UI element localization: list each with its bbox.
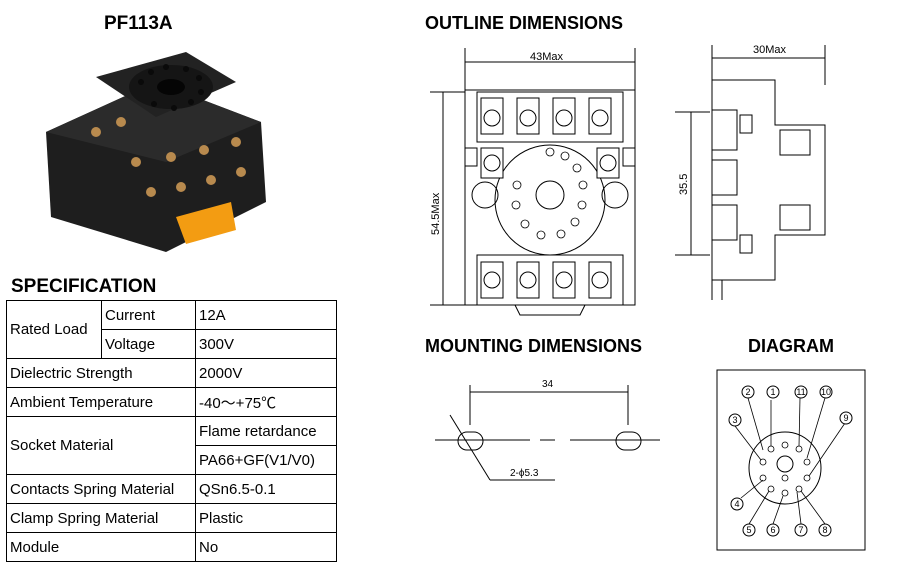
table-row: Dielectric Strength 2000V — [6, 358, 337, 388]
pin-6-label: 6 — [770, 525, 775, 535]
pin-4-label: 4 — [734, 499, 739, 509]
outline-width-label: 43Max — [530, 51, 564, 63]
table-row: Rated Load Current 12A — [6, 300, 337, 359]
pin-3-label: 3 — [732, 415, 737, 425]
pin-7-label: 7 — [798, 525, 803, 535]
dielectric-strength-value: 2000V — [195, 358, 337, 388]
outline-front-view: 43Max 54.5Max — [430, 48, 636, 316]
table-row: Ambient Temperature -40～+75℃ — [6, 387, 337, 417]
mounting-dimensions-drawing: 34 2-ϕ5.3 — [435, 379, 660, 481]
pin-5-label: 5 — [746, 525, 751, 535]
socket-material-label: Socket Material — [6, 416, 196, 475]
socket-product-image — [46, 52, 266, 252]
outline-side-width-label: 30Max — [753, 44, 787, 56]
outline-side-view: 30Max 35.5 — [675, 44, 826, 300]
current-value: 12A — [195, 300, 337, 330]
diagram-title: DIAGRAM — [748, 336, 834, 356]
pin-2-label: 2 — [745, 387, 750, 397]
dielectric-strength-label: Dielectric Strength — [6, 358, 196, 388]
clamp-spring-material-value: Plastic — [195, 503, 337, 533]
outline-side-height-label: 35.5 — [678, 174, 690, 195]
current-label: Current — [101, 300, 196, 330]
table-row: Module No — [6, 532, 337, 562]
module-label: Module — [6, 532, 196, 562]
socket-material-value-2: PA66+GF(V1/V0) — [195, 445, 337, 475]
voltage-value: 300V — [195, 329, 337, 359]
specification-title: SPECIFICATION — [11, 276, 157, 297]
ambient-temperature-value: -40～+75℃ — [195, 387, 337, 417]
contacts-spring-material-label: Contacts Spring Material — [6, 474, 196, 504]
contacts-spring-material-value: QSn6.5-0.1 — [195, 474, 337, 504]
rated-load-label: Rated Load — [6, 300, 102, 359]
pin-10-label: 10 — [821, 387, 831, 397]
product-title: PF113A — [104, 13, 173, 34]
table-row: Clamp Spring Material Plastic — [6, 503, 337, 533]
mounting-dimensions-title: MOUNTING DIMENSIONS — [425, 336, 643, 356]
table-row: Contacts Spring Material QSn6.5-0.1 — [6, 474, 337, 504]
table-row: PA66+GF(V1/V0) — [7, 445, 337, 475]
table-row: Socket Material Flame retardance — [6, 416, 337, 475]
socket-material-value: Flame retardance — [195, 416, 337, 446]
pin-9-label: 9 — [843, 413, 848, 423]
mounting-spacing-label: 34 — [542, 379, 554, 390]
pin-8-label: 8 — [822, 525, 827, 535]
clamp-spring-material-label: Clamp Spring Material — [6, 503, 196, 533]
pin-diagram: 2 1 11 10 3 9 4 5 6 7 8 — [716, 369, 866, 551]
pin-1-label: 1 — [770, 387, 775, 397]
outline-height-label: 54.5Max — [430, 192, 442, 235]
ambient-temperature-label: Ambient Temperature — [6, 387, 196, 417]
voltage-label: Voltage — [101, 329, 196, 359]
pin-11-label: 11 — [796, 387, 805, 397]
outline-dimensions-title: OUTLINE DIMENSIONS — [425, 13, 624, 33]
specification-table: Rated Load Current 12A Voltage 300V Diel… — [6, 300, 337, 562]
mounting-hole-label: 2-ϕ5.3 — [510, 468, 539, 479]
module-value: No — [195, 532, 337, 562]
